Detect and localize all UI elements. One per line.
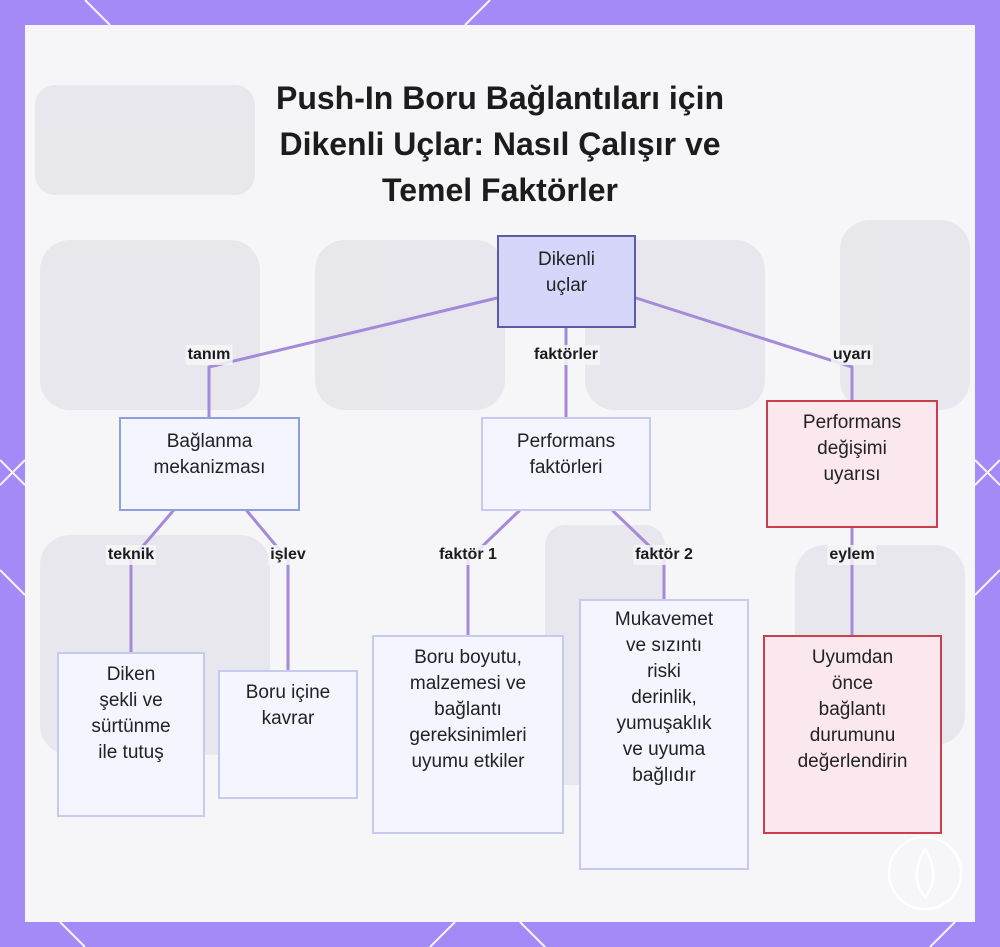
edge-label-islev: işlev [268,545,308,565]
watermark-logo-icon [887,835,963,911]
edge-factors-pipe [466,509,521,637]
edge-label-teknik: teknik [105,545,157,565]
node-boru-icine-kavrar: Boru içine kavrar [218,670,358,799]
edge-label-tanim: tanım [185,345,233,365]
node-performans-degisimi-uyarisi: Performans değişimi uyarısı [766,400,938,528]
edge-mechanism-grip [245,509,290,672]
title-line: Push-In Boru Bağlantıları için [275,80,725,116]
node-diken-sekli: Diken şekli ve sürtünme ile tutuş [57,652,205,817]
node-uyumdan-once: Uyumdan önce bağlantı durumunu değerlend… [763,635,942,834]
edge-label-faktor-1: faktör 1 [437,545,499,565]
node-mukavemet: Mukavemet ve sızıntı riski derinlik, yum… [579,599,749,870]
edge-label-uyari: uyarı [830,345,874,365]
node-dikenli-uclar: Dikenli uçlar [497,235,636,328]
edge-mechanism-barb [129,509,175,654]
diagram-card: Push-In Boru Bağlantıları için Dikenli U… [25,25,975,922]
edge-label-faktor-2: faktör 2 [633,545,695,565]
edge-root-warning [634,296,854,402]
node-performans-faktorleri: Performans faktörleri [481,417,651,511]
title-line: Dikenli Uçlar: Nasıl Çalışır ve [279,126,721,162]
node-boru-boyutu: Boru boyutu, malzemesi ve bağlantı gerek… [372,635,564,834]
node-baglanma-mekanizmasi: Bağlanma mekanizması [119,417,300,511]
edge-label-eylem: eylem [827,545,877,565]
diagram-title: Push-In Boru Bağlantıları için Dikenli U… [225,75,775,213]
title-line: Temel Faktörler [382,172,618,208]
edge-root-mechanism [207,296,499,419]
edge-label-faktorler: faktörler [531,345,601,365]
